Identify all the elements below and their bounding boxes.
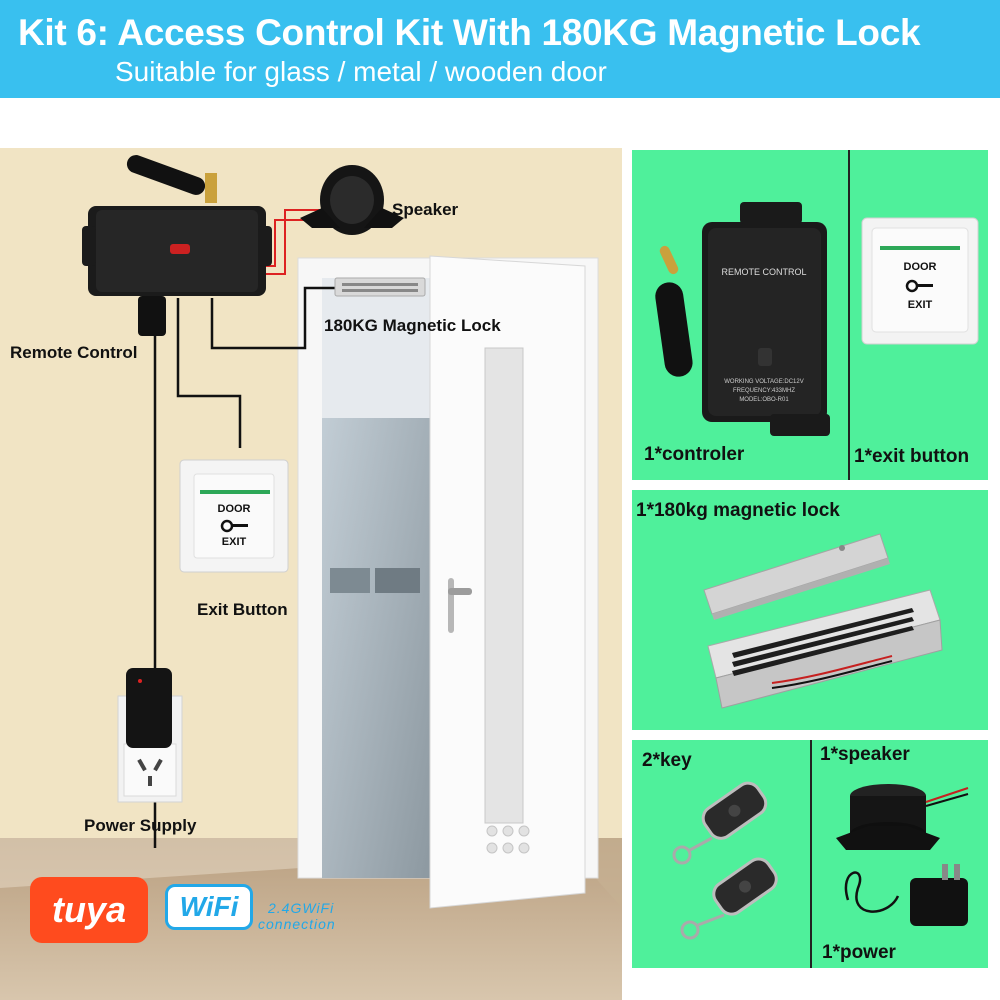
- card-divider: [810, 740, 812, 968]
- item-label-power: 1*power: [822, 942, 896, 963]
- page-subtitle: Suitable for glass / metal / wooden door: [115, 56, 607, 87]
- exit-photo-exit-text: EXIT: [908, 299, 933, 311]
- remote-keys-photo: [672, 781, 778, 940]
- controller-photo-title: REMOTE CONTROL: [721, 267, 806, 277]
- exit-plate-door-text: DOOR: [218, 503, 251, 515]
- controller-photo: REMOTE CONTROL WORKING VOLTAGE:DC12V FRE…: [655, 202, 830, 436]
- card-magnetic-lock: 1*180kg magnetic lock: [632, 490, 988, 730]
- controller-led: [170, 244, 190, 254]
- wifi-caption-line2: connection: [258, 916, 336, 932]
- page-title: Kit 6: Access Control Kit With 180KG Mag…: [18, 12, 921, 53]
- scene-illustration: DOOR EXIT: [0, 148, 622, 1000]
- power-supply-label: Power Supply: [84, 816, 197, 835]
- card-controller-exit: REMOTE CONTROL WORKING VOLTAGE:DC12V FRE…: [632, 150, 988, 480]
- remote-control-label: Remote Control: [10, 343, 138, 362]
- exit-button-device: DOOR EXIT: [179, 459, 289, 573]
- item-label-magnetic-lock: 1*180kg magnetic lock: [636, 500, 840, 521]
- speaker-power-photo: [836, 784, 969, 926]
- exit-button-photo: DOOR EXIT: [861, 217, 979, 345]
- tuya-logo-text: tuya: [51, 889, 127, 930]
- tuya-logo: tuya: [30, 877, 148, 943]
- wifi-logo-text: WiFi: [179, 891, 239, 922]
- card-accessories: 2*key 1*speaker 1*power: [632, 740, 988, 968]
- wifi-caption: 2.4GWiFi connection: [258, 900, 336, 932]
- header-banner: Kit 6: Access Control Kit With 180KG Mag…: [0, 0, 1000, 98]
- exit-button-label: Exit Button: [197, 600, 288, 619]
- exit-plate-exit-text: EXIT: [222, 536, 247, 548]
- controller-photo-frequency: FREQUENCY:433MHZ: [733, 388, 795, 394]
- speaker-label: Speaker: [392, 200, 459, 219]
- door-glass-panel: [484, 347, 524, 824]
- controller-photo-model: MODEL:OBO-R01: [739, 397, 789, 403]
- magnetic-lock-label: 180KG Magnetic Lock: [324, 316, 501, 335]
- card-divider: [848, 150, 850, 480]
- magnetic-lock-photo: [703, 533, 943, 709]
- wifi-caption-line1: 2.4GWiFi: [268, 900, 335, 916]
- power-adapter-device: [117, 668, 183, 803]
- item-label-exit-button: 1*exit button: [854, 446, 970, 467]
- magnetic-lock-device: [334, 277, 426, 297]
- speaker-device: [300, 165, 404, 235]
- item-label-key: 2*key: [642, 750, 692, 771]
- wifi-logo: WiFi: [165, 884, 253, 930]
- item-label-speaker: 1*speaker: [820, 744, 910, 765]
- antenna: [126, 155, 206, 195]
- installation-scene: DOOR EXIT Speaker 180KG Magnetic Lock Re…: [0, 148, 622, 1000]
- door-handle: [448, 588, 472, 595]
- item-label-controller: 1*controler: [644, 444, 745, 465]
- controller-device: [82, 206, 272, 336]
- controller-photo-voltage: WORKING VOLTAGE:DC12V: [724, 379, 803, 385]
- exit-photo-door-text: DOOR: [904, 261, 937, 273]
